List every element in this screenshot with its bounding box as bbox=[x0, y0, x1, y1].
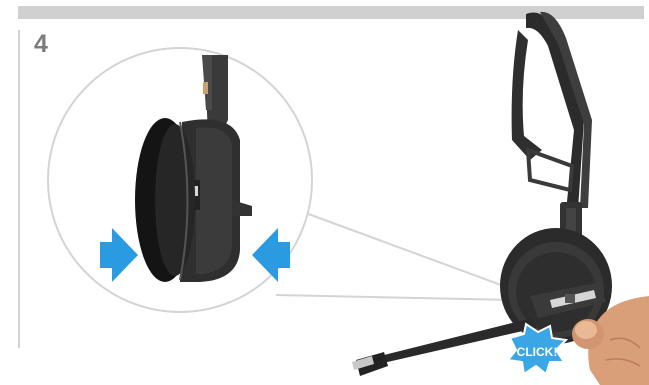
contact-pin bbox=[203, 82, 208, 94]
headset bbox=[352, 12, 612, 376]
logo-mark-icon bbox=[565, 294, 575, 303]
click-label: CLICK! bbox=[517, 345, 558, 359]
callout-lines bbox=[276, 212, 520, 300]
